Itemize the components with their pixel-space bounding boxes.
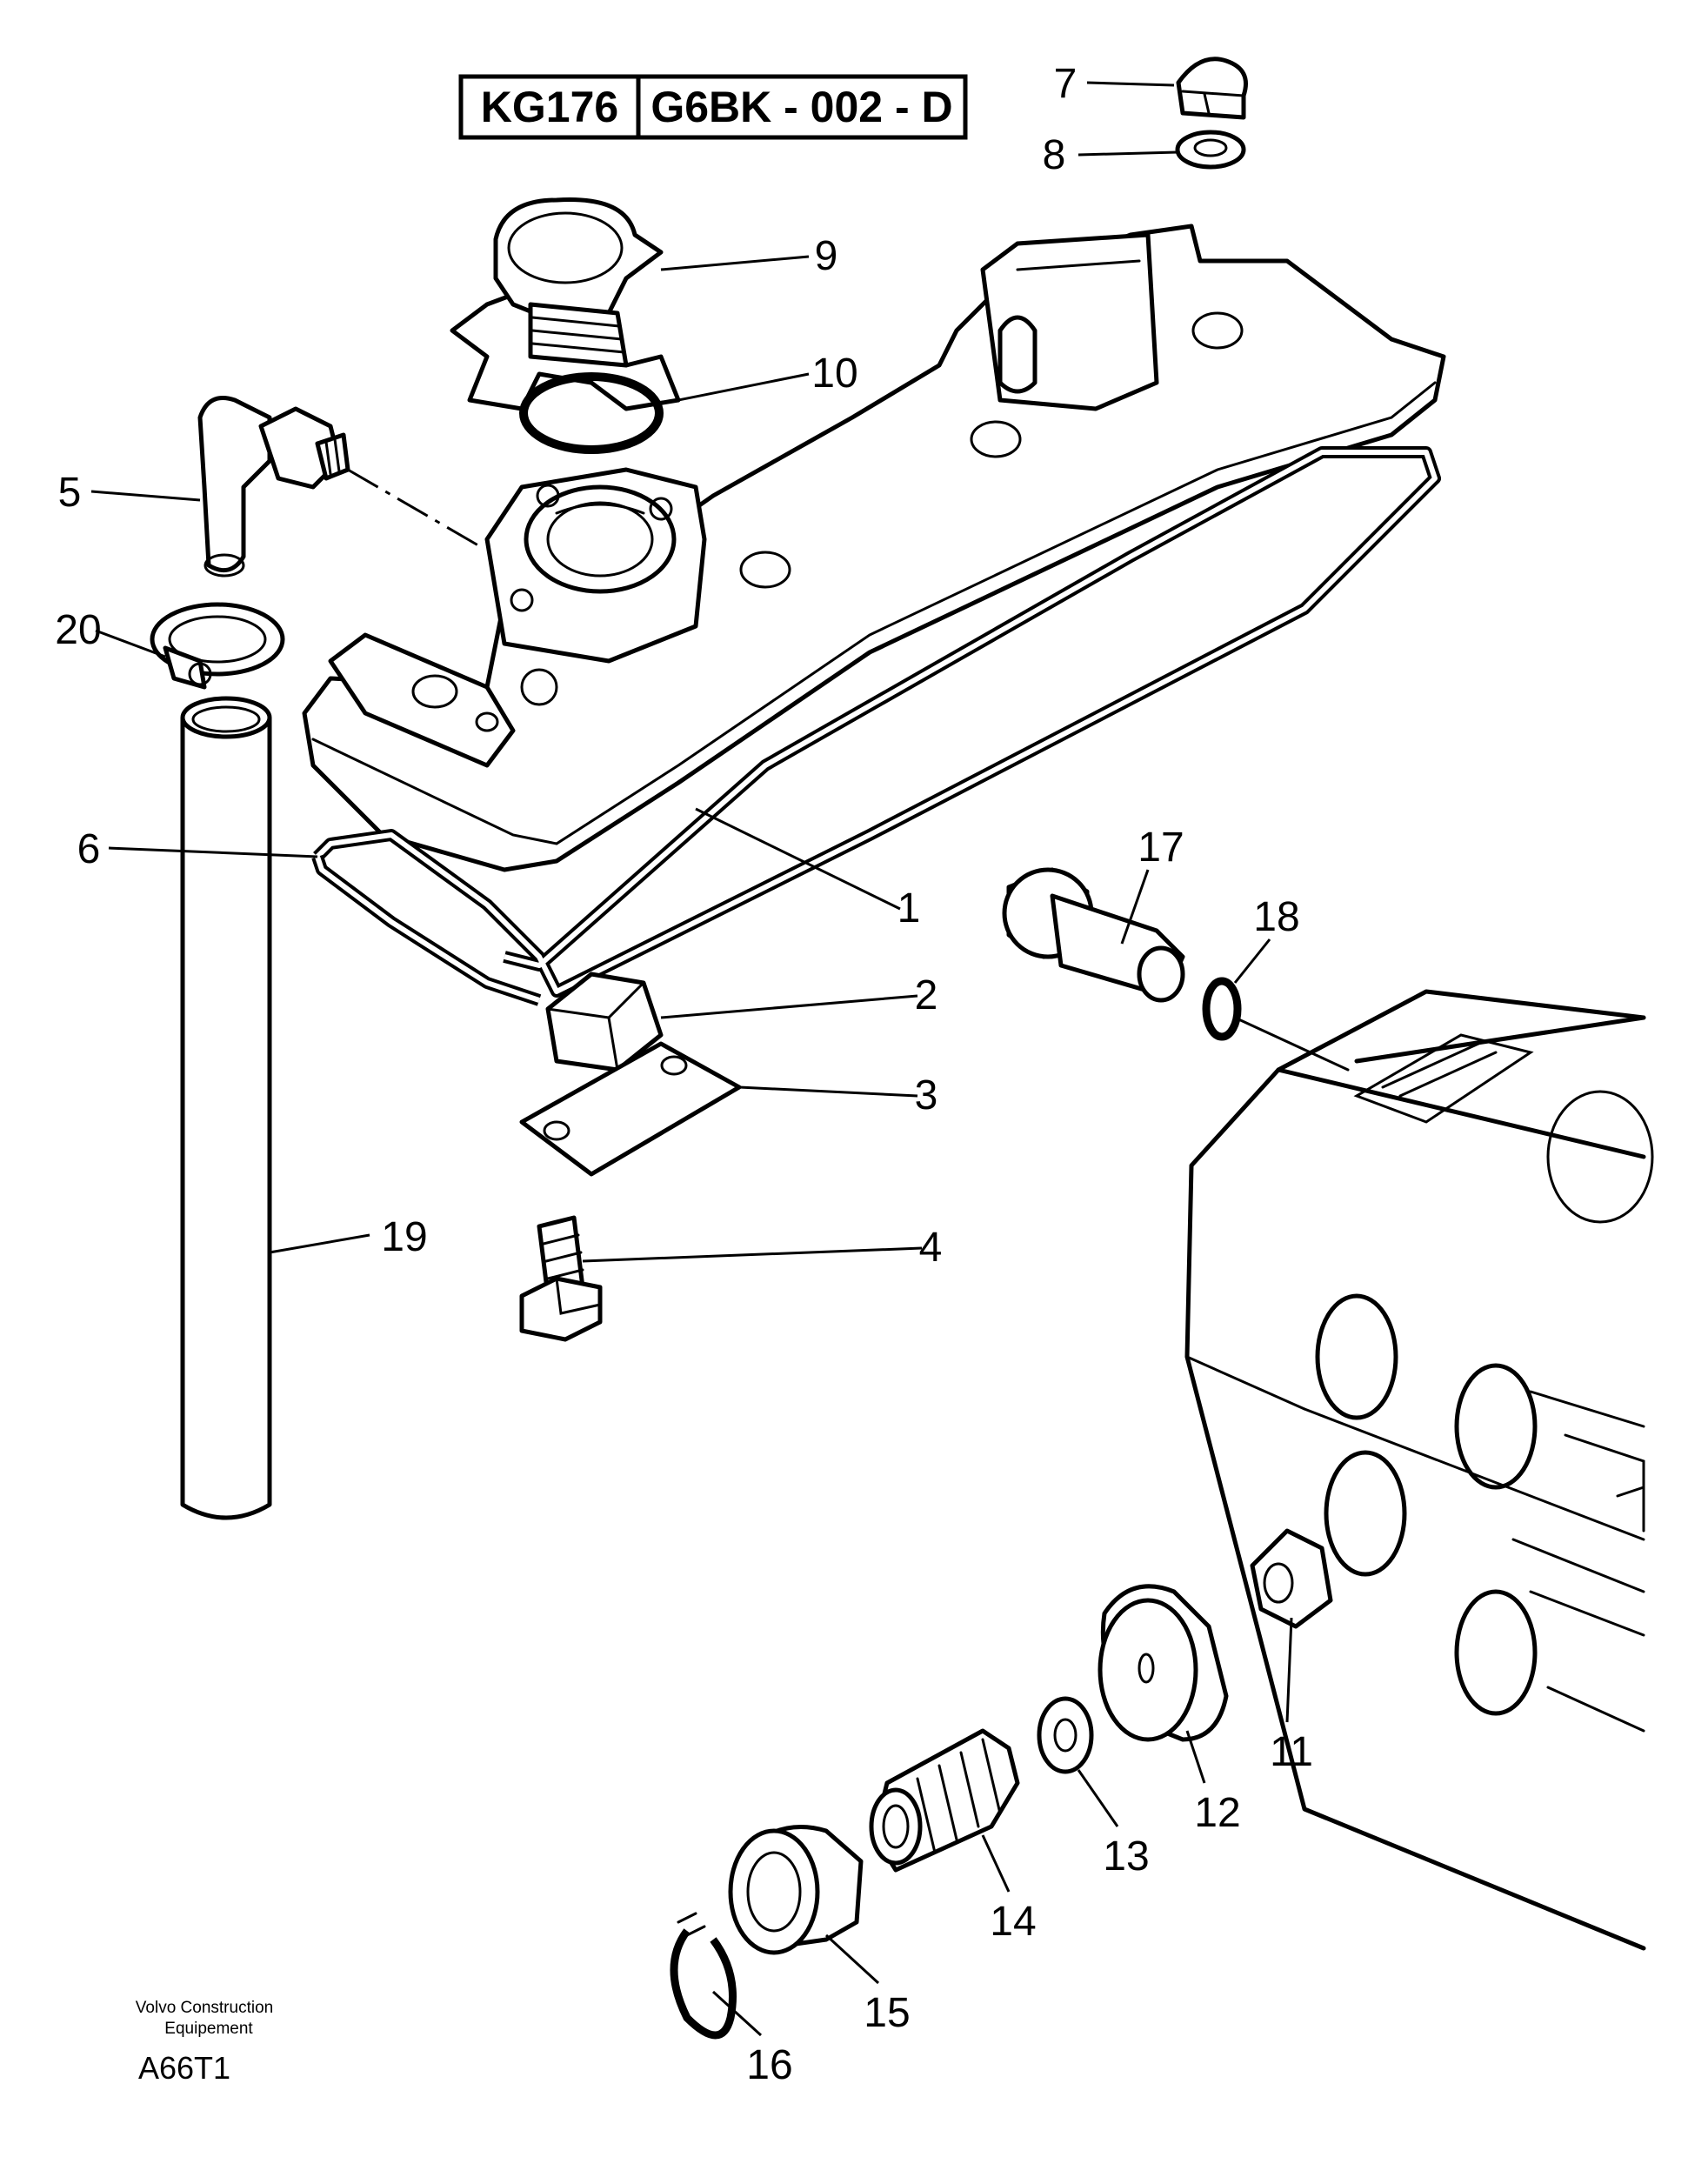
- seal-ring: [1202, 977, 1350, 1072]
- callout-13: 13: [1103, 1833, 1149, 1880]
- callout-16: 16: [746, 2042, 792, 2088]
- header-code-right: G6BK - 002 - D: [651, 83, 952, 131]
- engine-block: [1184, 989, 1654, 1951]
- flange-bolt: [1002, 867, 1185, 1003]
- callout-5: 5: [58, 470, 82, 516]
- callout-18: 18: [1253, 894, 1299, 940]
- valve-cover: [302, 224, 1446, 872]
- callout-17: 17: [1138, 825, 1184, 871]
- piston-disc: [1098, 1584, 1229, 1742]
- callout-1: 1: [897, 885, 921, 932]
- footer: Volvo Construction Equipement A66T1: [136, 1999, 273, 2086]
- callout-4: 4: [919, 1225, 943, 1271]
- callout-2: 2: [915, 972, 938, 1018]
- callout-8: 8: [1043, 132, 1066, 178]
- hose-clamp: [150, 602, 285, 690]
- gasket: [311, 446, 1441, 1006]
- callout-7: 7: [1054, 61, 1078, 107]
- spacer-block: [545, 972, 664, 1072]
- callout-9: 9: [815, 233, 838, 279]
- elbow-fitting: [197, 396, 484, 578]
- hex-bolt: [519, 1215, 603, 1342]
- callout-14: 14: [990, 1899, 1036, 1945]
- washer-small: [1175, 130, 1246, 170]
- callout-3: 3: [915, 1072, 938, 1119]
- callout-11: 11: [1270, 1729, 1313, 1775]
- o-ring: [519, 372, 664, 454]
- circlip: [670, 1912, 737, 2040]
- footer-company-line2: Equipement: [164, 2020, 253, 2038]
- bracket-plate: [519, 1041, 742, 1177]
- callout-15: 15: [864, 1990, 910, 2036]
- callout-6: 6: [77, 826, 101, 872]
- callout-19: 19: [381, 1214, 427, 1260]
- cap-nut: [1176, 57, 1248, 120]
- callout-12: 12: [1194, 1790, 1240, 1836]
- callout-labels: 1 2 3 4 5 6 7 8 9 10 11 12 13 14 15 16 1…: [55, 61, 1313, 2088]
- footer-drawing-code: A66T1: [138, 2050, 230, 2086]
- header-code-left: KG176: [481, 83, 618, 131]
- callout-20: 20: [55, 607, 101, 653]
- leader-lines: [90, 81, 1293, 2037]
- hose: [180, 696, 272, 1520]
- footer-company-line1: Volvo Construction: [136, 1999, 273, 2017]
- washer: [1037, 1696, 1094, 1774]
- valve-seat: [1250, 1528, 1333, 1629]
- spring: [869, 1728, 1020, 1873]
- plug: [728, 1825, 864, 1955]
- header-code-box: KG176 G6BK - 002 - D: [458, 74, 968, 140]
- callout-10: 10: [811, 351, 857, 397]
